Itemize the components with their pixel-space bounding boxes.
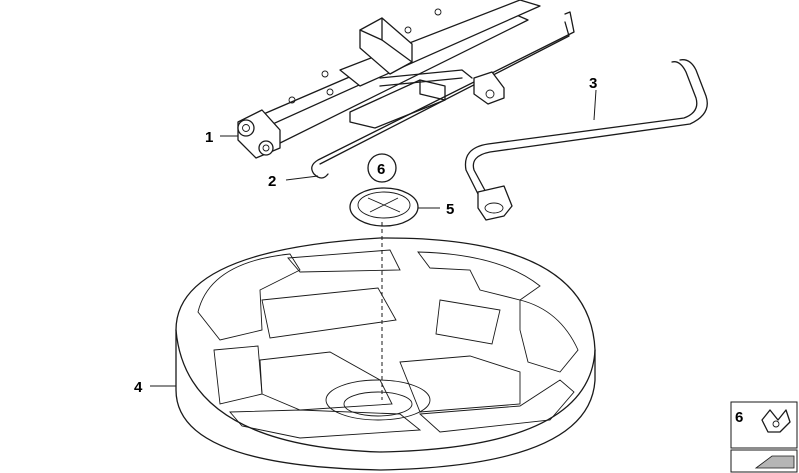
scissor-jack <box>237 0 541 159</box>
hook-rod <box>311 11 575 179</box>
callout-3: 3 <box>589 75 597 92</box>
grommet <box>349 187 419 227</box>
callout-leaders <box>150 89 597 387</box>
callout-6-circle <box>367 153 397 183</box>
arrow-tab-icon <box>754 455 795 469</box>
tool-tray <box>175 237 596 471</box>
wing-clip-icon <box>761 409 791 433</box>
callout-5: 5 <box>446 201 454 218</box>
wheel-wrench <box>464 59 708 221</box>
callout-6: 6 <box>377 161 385 178</box>
callout-4: 4 <box>134 379 143 396</box>
callout-2: 2 <box>268 173 276 190</box>
legend-label: 6 <box>735 409 743 426</box>
legend-box: 6 <box>730 401 798 473</box>
callout-1: 1 <box>205 129 213 146</box>
